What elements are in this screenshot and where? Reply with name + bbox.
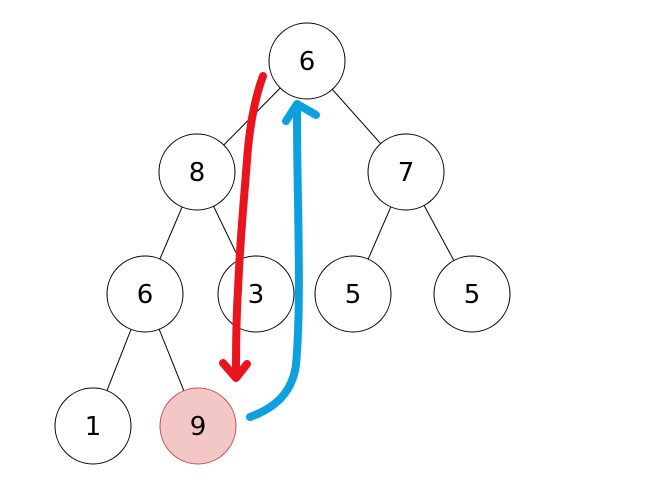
downward-swap-arrow [232,72,267,376]
node-label: 3 [248,280,265,310]
node-circle [367,133,445,211]
node-circle [268,22,346,100]
node-circle [158,133,236,211]
tree-node: 6 [106,255,184,333]
downward-swap-arrow-head [219,359,251,382]
tree-node: 5 [314,255,392,333]
node-circle [106,255,184,333]
tree-node: 1 [54,387,132,465]
tree-node: 7 [367,133,445,211]
node-label: 9 [190,412,207,442]
upward-swap-arrow [246,102,303,421]
node-label: 6 [299,47,316,77]
tree-node: 3 [217,255,295,333]
tree-node-highlighted: 9 [159,387,237,465]
node-label: 1 [85,412,102,442]
upward-swap-arrow-head [282,100,320,125]
node-circle [433,255,511,333]
tree-node: 6 [268,22,346,100]
tree-edges [92,60,473,427]
node-label: 7 [398,158,415,188]
tree-nodes: 6 8 7 6 3 5 5 1 9 [54,22,511,465]
tree-node: 8 [158,133,236,211]
node-circle [159,387,237,465]
node-label: 5 [464,280,481,310]
node-circle [314,255,392,333]
node-label: 5 [345,280,362,310]
node-label: 8 [189,158,206,188]
node-circle [54,387,132,465]
node-label: 6 [137,280,154,310]
tree-node: 5 [433,255,511,333]
